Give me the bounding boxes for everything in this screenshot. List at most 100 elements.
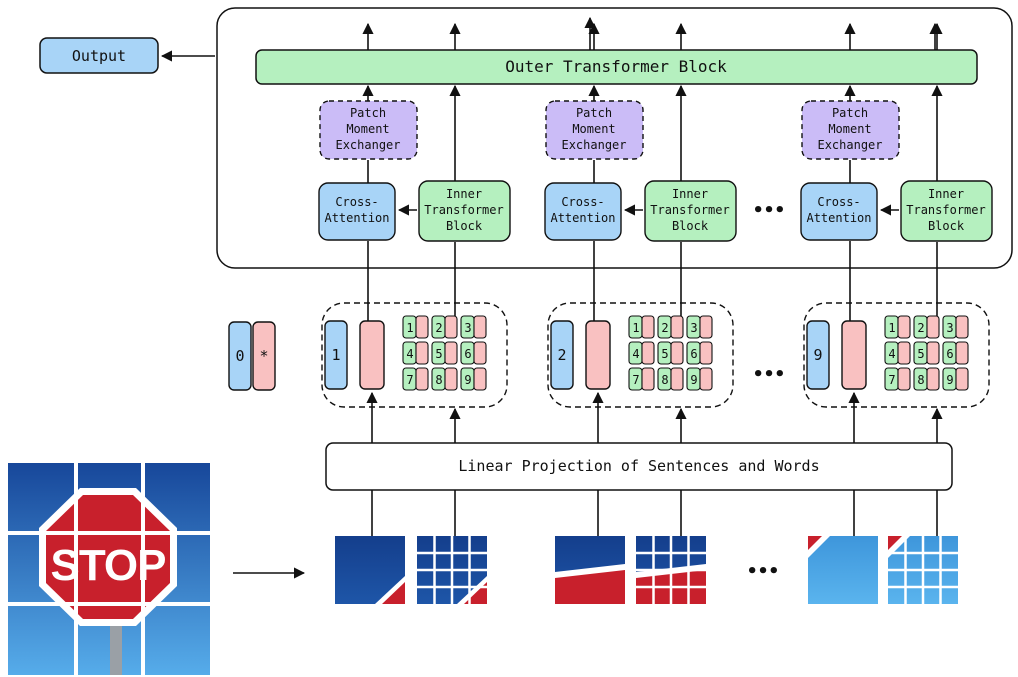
exchanger-text-line-3: Exchanger	[335, 138, 400, 152]
outer-block-label: Outer Transformer Block	[505, 57, 727, 76]
word-token-label: 8	[435, 373, 442, 387]
word-token-label: 4	[406, 347, 413, 361]
inner-block-text-line-3: Block	[672, 219, 709, 233]
token-group-container	[547, 302, 734, 408]
cross-attention-text-line-1: Cross-	[561, 195, 604, 209]
class-token-label: 0	[235, 347, 244, 365]
word-token-label: 7	[632, 373, 639, 387]
word-token-1: 1	[884, 315, 911, 339]
inner-block-text-line-3: Block	[446, 219, 483, 233]
cross-attention-text-line-1: Cross-	[817, 195, 860, 209]
inner-block-text-line-2: Transformer	[906, 203, 985, 217]
word-token-label: 3	[690, 321, 697, 335]
word-token-label: 1	[632, 321, 639, 335]
word-token-8: 8	[657, 367, 684, 391]
exchanger-text-line-3: Exchanger	[561, 138, 626, 152]
word-token-label: 2	[917, 321, 924, 335]
word-token-label: 9	[464, 373, 471, 387]
word-token-label: 5	[917, 347, 924, 361]
word-token-label: 5	[661, 347, 668, 361]
word-token-label: 8	[917, 373, 924, 387]
inner-block-text-line-2: Transformer	[650, 203, 729, 217]
word-token-label: 6	[690, 347, 697, 361]
patch-index-token	[324, 320, 348, 390]
outer-transformer-block: Outer Transformer Block	[255, 49, 978, 85]
patch-index-label: 2	[557, 346, 566, 364]
outer-frame	[216, 7, 1013, 269]
word-token-label: 1	[888, 321, 895, 335]
patch-index-label: 9	[813, 346, 822, 364]
word-token-label: 4	[632, 347, 639, 361]
image-subpatches	[636, 536, 706, 604]
word-token-2: 2	[657, 315, 684, 339]
word-token-3: 3	[460, 315, 487, 339]
inner-block-text-line-2: Transformer	[424, 203, 503, 217]
word-token-9: 9	[686, 367, 713, 391]
class-token-star: *	[259, 347, 268, 365]
patch-index-label: 1	[331, 346, 340, 364]
stop-sign-text: STOP	[50, 541, 165, 590]
output-box: Output	[39, 37, 159, 74]
image-subpatches	[888, 536, 958, 604]
word-token-label: 6	[464, 347, 471, 361]
exchanger-text-line-2: Moment	[346, 122, 389, 136]
word-token-label: 4	[888, 347, 895, 361]
ellipsis-tokens: •••	[753, 364, 786, 385]
word-token-5: 5	[913, 341, 940, 365]
source-image: STOP	[8, 463, 210, 675]
word-token-7: 7	[402, 367, 429, 391]
inner-block-text-line-3: Block	[928, 219, 965, 233]
word-token-6: 6	[460, 341, 487, 365]
exchanger-text-line-1: Patch	[832, 106, 868, 120]
word-token-label: 3	[464, 321, 471, 335]
cross-attention-text-line-1: Cross-	[335, 195, 378, 209]
word-token-1: 1	[402, 315, 429, 339]
word-token-label: 9	[690, 373, 697, 387]
patch-index-token	[806, 320, 830, 390]
word-token-3: 3	[686, 315, 713, 339]
exchanger-text-line-1: Patch	[576, 106, 612, 120]
word-token-6: 6	[942, 341, 969, 365]
word-token-9: 9	[460, 367, 487, 391]
word-token-8: 8	[913, 367, 940, 391]
exchanger-text-line-1: Patch	[350, 106, 386, 120]
patch-embedding-token	[585, 320, 611, 390]
word-token-4: 4	[402, 341, 429, 365]
word-token-8: 8	[431, 367, 458, 391]
pipeline-group-3: PatchMomentExchangerCross-AttentionInner…	[800, 22, 993, 604]
ellipsis-inner-blocks: •••	[753, 200, 786, 221]
exchanger-text-line-2: Moment	[572, 122, 615, 136]
word-token-7: 7	[628, 367, 655, 391]
cross-attention-text-line-2: Attention	[550, 211, 615, 225]
cross-attention-text-line-2: Attention	[806, 211, 871, 225]
word-token-label: 5	[435, 347, 442, 361]
linear-projection-block: Linear Projection of Sentences and Words	[325, 442, 953, 491]
word-token-7: 7	[884, 367, 911, 391]
exchanger-text-line-2: Moment	[828, 122, 871, 136]
cross-attention-block: Cross- Attention	[544, 182, 622, 241]
cross-attention-block: Cross- Attention	[800, 182, 878, 241]
image-patch	[808, 536, 878, 604]
patch-embedding-token	[359, 320, 385, 390]
inner-block-text-line-1: Inner	[672, 187, 708, 201]
cross-attention-text-line-2: Attention	[324, 211, 389, 225]
output-label: Output	[72, 47, 126, 65]
word-token-label: 7	[888, 373, 895, 387]
cross-attention-block: Cross- Attention	[318, 182, 396, 241]
exchanger-text-line-3: Exchanger	[817, 138, 882, 152]
patch-embedding-token	[841, 320, 867, 390]
image-patch	[335, 536, 405, 604]
word-token-2: 2	[913, 315, 940, 339]
inner-block-text-line-1: Inner	[446, 187, 482, 201]
token-group-container	[803, 302, 990, 408]
word-token-1: 1	[628, 315, 655, 339]
patch-index-token	[550, 320, 574, 390]
word-token-label: 3	[946, 321, 953, 335]
ellipsis-patches: •••	[747, 561, 780, 582]
word-token-4: 4	[628, 341, 655, 365]
word-token-label: 8	[661, 373, 668, 387]
